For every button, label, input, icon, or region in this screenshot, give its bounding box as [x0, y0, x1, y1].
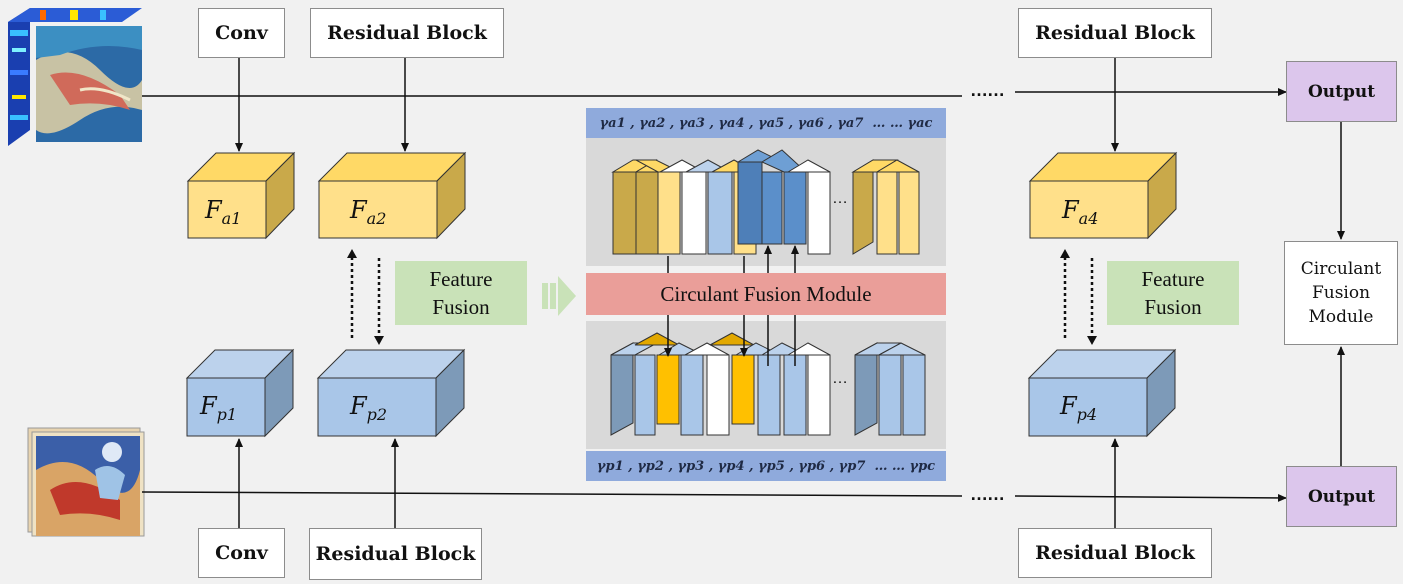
output-top-box: Output	[1286, 61, 1397, 122]
cfm-line-3: Module	[1308, 307, 1374, 327]
feature-fusion-left-line-2: Fusion	[432, 295, 490, 319]
label-fa2: Fa2	[350, 196, 386, 228]
residual-block-top-left: Residual Block	[310, 8, 504, 58]
feature-fusion-left: Feature Fusion	[395, 261, 527, 325]
gamma-p-bar: γp1 , γp2 , γp3 , γp4 , γp5 , γp6 , γp7 …	[586, 451, 946, 481]
conv-top-box: Conv	[198, 8, 285, 58]
top-channel-slabs	[611, 149, 920, 255]
label-fa1-sub: a1	[221, 208, 242, 228]
label-fa4: Fa4	[1062, 196, 1098, 228]
label-fa1: Fa1	[205, 196, 241, 228]
gamma-a-bar: γa1 , γa2 , γa3 , γa4 , γa5 , γa6 , γa7 …	[586, 108, 946, 138]
circulant-fusion-module-bar: Circulant Fusion Module	[586, 273, 946, 315]
cfm-line-2: Fusion	[1311, 283, 1371, 303]
conv-bottom-box: Conv	[198, 528, 285, 578]
feature-cube-fp1	[185, 348, 295, 438]
residual-bottom-right-label: Residual Block	[1035, 542, 1195, 564]
label-fa4-base: F	[1062, 196, 1079, 224]
fusion-flow-arrow-icon	[542, 276, 576, 316]
label-fp1: Fp1	[200, 392, 237, 424]
feature-fusion-right-line-2: Fusion	[1144, 295, 1202, 319]
bottom-panel-ellipsis: …	[832, 370, 848, 387]
cfm-bar-label: Circulant Fusion Module	[660, 281, 872, 306]
residual-block-bottom-left: Residual Block	[309, 528, 482, 580]
top-panel-ellipsis: …	[832, 190, 848, 207]
cfm-line-1: Circulant	[1300, 259, 1382, 279]
feature-fusion-right: Feature Fusion	[1107, 261, 1239, 325]
residual-top-left-label: Residual Block	[327, 22, 487, 44]
output-bottom-label: Output	[1307, 486, 1376, 507]
bottom-stream-line-left	[141, 491, 963, 497]
feature-cube-fp2	[316, 348, 466, 438]
feature-cube-fa4	[1028, 151, 1178, 240]
residual-block-top-right: Residual Block	[1018, 8, 1212, 58]
circulant-fusion-module-box: Circulant Fusion Module	[1284, 241, 1398, 345]
label-fa2-sub: a2	[366, 208, 387, 228]
gamma-p-text: γp1 , γp2 , γp3 , γp4 , γp5 , γp6 , γp7 …	[596, 458, 936, 474]
multispectral-image-icon	[27, 427, 145, 537]
label-fp4: Fp4	[1060, 392, 1097, 424]
output-top-label: Output	[1307, 81, 1376, 102]
bottom-channel-slabs	[610, 332, 926, 436]
label-fp4-base: F	[1060, 392, 1077, 420]
label-fa2-base: F	[350, 196, 367, 224]
feature-fusion-right-line-1: Feature	[1141, 267, 1205, 291]
feature-cube-fa2	[317, 151, 467, 240]
residual-top-right-label: Residual Block	[1035, 22, 1195, 44]
bottom-stream-dots: ……	[970, 484, 1005, 504]
top-stream-dots: ……	[970, 80, 1005, 100]
hyperspectral-image-icon	[8, 8, 142, 146]
label-fp2-sub: p2	[366, 404, 388, 424]
label-fp1-sub: p1	[216, 404, 238, 424]
label-fp2-base: F	[350, 392, 367, 420]
label-fp4-sub: p4	[1076, 404, 1098, 424]
residual-bottom-left-label: Residual Block	[315, 543, 476, 565]
gamma-a-text: γa1 , γa2 , γa3 , γa4 , γa5 , γa6 , γa7 …	[599, 115, 933, 131]
label-fa1-base: F	[205, 196, 222, 224]
feature-cube-fa1	[186, 151, 296, 240]
feature-fusion-left-line-1: Feature	[429, 267, 493, 291]
conv-top-label: Conv	[215, 22, 268, 44]
residual-block-bottom-right: Residual Block	[1018, 528, 1212, 578]
output-bottom-box: Output	[1286, 466, 1397, 527]
label-fp1-base: F	[200, 392, 217, 420]
label-fp2: Fp2	[350, 392, 387, 424]
label-fa4-sub: a4	[1078, 208, 1099, 228]
feature-cube-fp4	[1027, 348, 1177, 438]
bottom-stream-arrow-right	[1014, 493, 1287, 502]
conv-bottom-label: Conv	[215, 542, 268, 564]
